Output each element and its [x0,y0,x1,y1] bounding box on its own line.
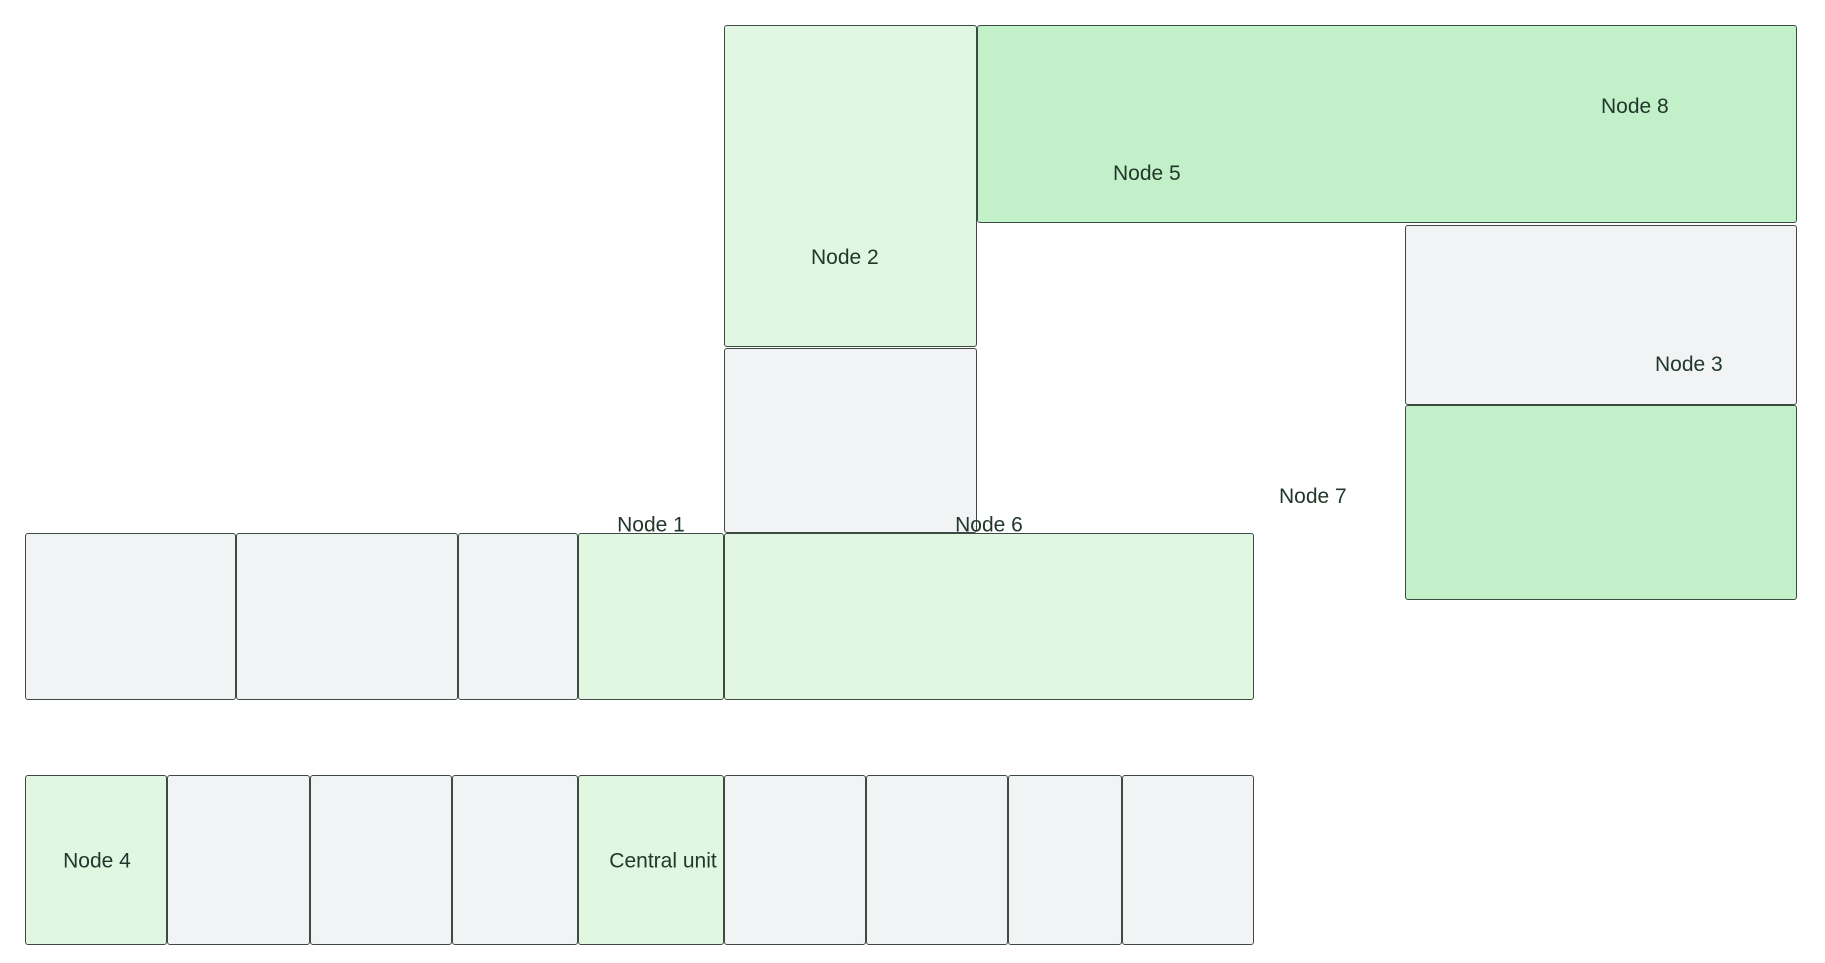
bottom-row-cell-4[interactable] [452,775,578,945]
bottom-row-cell-8[interactable] [1008,775,1122,945]
middle-row-cell-2[interactable] [236,533,458,700]
node7-label: Node 7 [1279,485,1347,508]
node2-cell[interactable] [724,25,977,347]
node1-cell[interactable] [578,533,724,700]
bottom-row-cell-7[interactable] [866,775,1008,945]
node2-blank-cell[interactable] [724,348,977,533]
bottom-row-cell-6[interactable] [724,775,866,945]
node6-cell[interactable] [724,533,1254,700]
bottom-row-cell-9[interactable] [1122,775,1254,945]
middle-row-cell-3[interactable] [458,533,578,700]
bottom-row-cell-2[interactable] [167,775,310,945]
central-unit-cell[interactable] [578,775,724,945]
node3-blank-cell[interactable] [1405,225,1797,405]
middle-row-cell-1[interactable] [25,533,236,700]
node5-node8-block[interactable] [977,25,1797,223]
bottom-row-cell-3[interactable] [310,775,452,945]
node7-cell[interactable] [1405,405,1797,600]
node4-cell[interactable] [25,775,167,945]
